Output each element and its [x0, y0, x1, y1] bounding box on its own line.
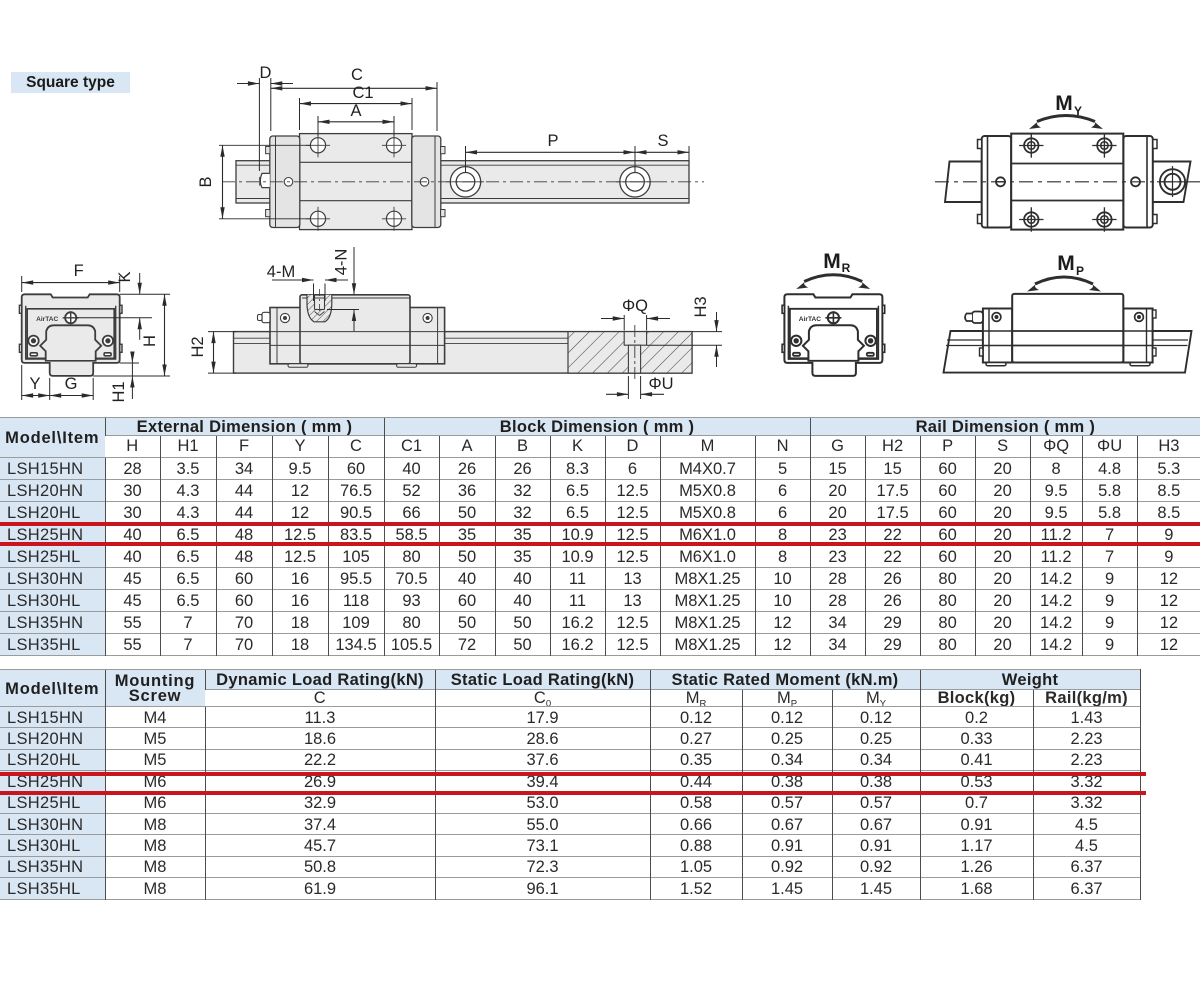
svg-text:H3: H3 — [692, 296, 710, 317]
svg-text:ΦU: ΦU — [648, 375, 673, 393]
svg-text:H1: H1 — [110, 381, 128, 402]
svg-text:R: R — [842, 261, 851, 275]
svg-text:B: B — [197, 176, 215, 187]
svg-text:K: K — [116, 271, 134, 282]
svg-text:C: C — [351, 66, 363, 84]
svg-text:P: P — [1076, 264, 1084, 278]
svg-text:S: S — [657, 132, 668, 150]
svg-text:D: D — [260, 64, 272, 82]
svg-text:4-M: 4-M — [267, 263, 295, 281]
svg-text:H2: H2 — [189, 336, 207, 357]
svg-text:H: H — [141, 335, 159, 347]
svg-text:ΦQ: ΦQ — [622, 297, 648, 315]
svg-text:M: M — [823, 250, 841, 273]
svg-text:M: M — [1057, 252, 1075, 275]
svg-text:F: F — [74, 262, 84, 280]
svg-text:4-N: 4-N — [333, 249, 351, 276]
svg-text:AirTAC: AirTAC — [36, 316, 58, 323]
svg-text:Y: Y — [29, 375, 40, 393]
svg-text:Y: Y — [1074, 104, 1082, 118]
svg-text:G: G — [65, 375, 78, 393]
svg-text:M: M — [1055, 92, 1073, 115]
svg-text:P: P — [547, 132, 558, 150]
svg-text:C1: C1 — [352, 84, 373, 102]
svg-text:A: A — [350, 102, 361, 120]
svg-text:AirTAC: AirTAC — [799, 316, 821, 323]
